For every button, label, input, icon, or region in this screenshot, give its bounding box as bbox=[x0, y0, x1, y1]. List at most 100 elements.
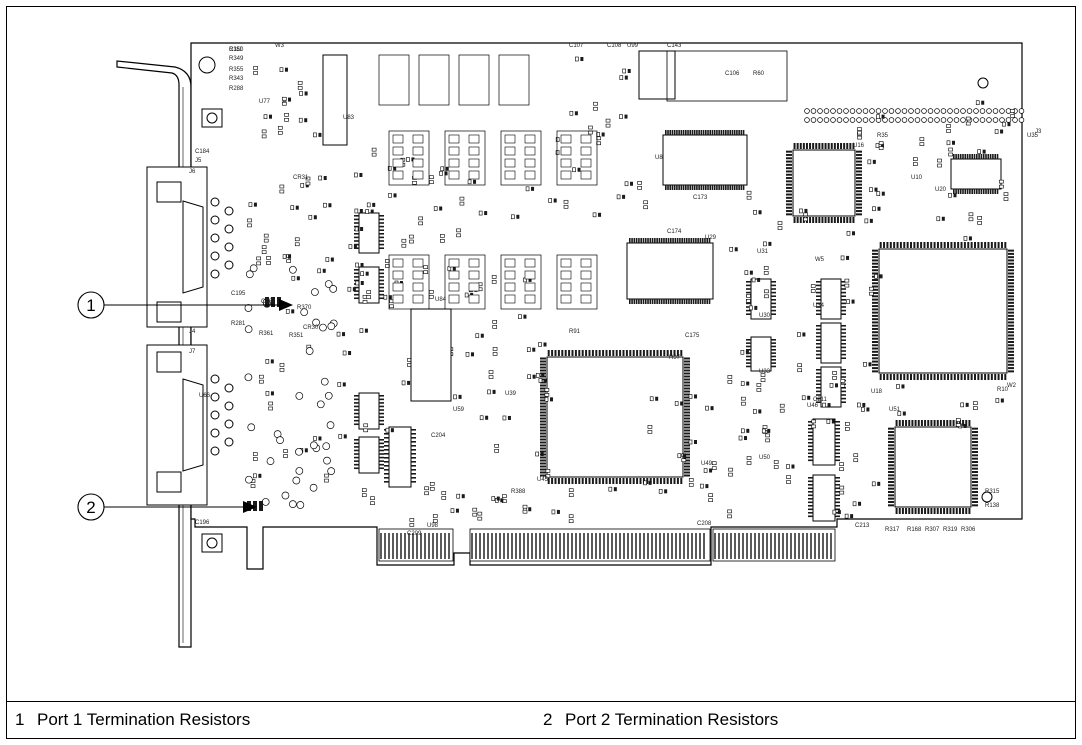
qfp-lead bbox=[540, 441, 546, 444]
soic-lead bbox=[771, 309, 776, 312]
legend-number: 2 bbox=[543, 710, 553, 729]
smd-pad bbox=[342, 332, 346, 337]
soic-lead bbox=[384, 465, 389, 467]
qfp-lead bbox=[786, 193, 792, 196]
via-hole bbox=[329, 284, 338, 293]
silk-label: C208 bbox=[697, 521, 712, 527]
db9-pin bbox=[210, 428, 220, 438]
qfp-lead bbox=[972, 494, 978, 497]
smd-pad bbox=[288, 97, 292, 102]
soic-lead bbox=[835, 494, 840, 497]
smd-pad bbox=[869, 286, 874, 291]
smd-pad bbox=[277, 130, 283, 135]
smd-pad bbox=[1000, 129, 1004, 134]
opto-pad bbox=[448, 134, 460, 144]
qfp-lead bbox=[972, 501, 978, 503]
header-pin bbox=[934, 117, 940, 123]
soic-lead bbox=[379, 419, 384, 422]
smd-pad bbox=[286, 259, 291, 263]
qfp-lead bbox=[943, 242, 946, 248]
qfp-lead bbox=[940, 242, 943, 248]
silk-label: C107 bbox=[569, 43, 584, 49]
soic-lead bbox=[681, 299, 683, 304]
smd-pad bbox=[963, 236, 968, 241]
smd-pad bbox=[764, 294, 769, 299]
soic-lead bbox=[651, 299, 654, 304]
qfp-lead bbox=[540, 450, 546, 453]
qfp-lead bbox=[540, 363, 546, 366]
soic-lead bbox=[971, 189, 973, 194]
qfp-lead bbox=[684, 384, 690, 387]
header-pin bbox=[973, 108, 979, 114]
soic-lead bbox=[671, 185, 674, 190]
qfp-lead bbox=[888, 444, 894, 447]
silk-label: U29 bbox=[705, 235, 717, 241]
qfp-lead bbox=[888, 437, 894, 440]
smd-pad bbox=[531, 186, 535, 191]
qfp-lead bbox=[960, 242, 963, 248]
qfp-lead bbox=[856, 180, 862, 183]
qfp-lead bbox=[786, 150, 792, 153]
soic-lead bbox=[835, 508, 840, 511]
soic-lead bbox=[700, 185, 703, 190]
soic-lead bbox=[384, 445, 389, 447]
soic-lead bbox=[693, 185, 696, 190]
qfp-lead bbox=[540, 465, 546, 468]
qfp-lead bbox=[846, 143, 849, 149]
qfp-lead bbox=[605, 350, 608, 356]
qfp-lead bbox=[608, 478, 611, 484]
db9-pin bbox=[224, 383, 234, 393]
qfp-lead bbox=[895, 508, 898, 514]
qfp-lead bbox=[911, 420, 914, 426]
qfp-lead bbox=[910, 374, 912, 380]
qfp-lead bbox=[872, 370, 878, 373]
qfp-lead bbox=[818, 143, 821, 149]
smd-pad bbox=[461, 494, 465, 499]
smd-pad bbox=[605, 123, 611, 128]
via-hole bbox=[276, 436, 284, 444]
soic-lead bbox=[841, 306, 846, 308]
smd-pad bbox=[826, 419, 831, 424]
smd-pad bbox=[627, 69, 631, 74]
qfp-lead bbox=[619, 478, 622, 484]
qfp-lead bbox=[540, 390, 546, 393]
qfp-lead bbox=[872, 318, 878, 321]
qfp-lead bbox=[540, 387, 546, 390]
soic-lead bbox=[411, 465, 416, 467]
qfp-lead bbox=[984, 374, 987, 380]
soic-lead bbox=[379, 423, 384, 426]
soic-lead bbox=[841, 350, 846, 352]
qfp-lead bbox=[997, 242, 1000, 248]
header-pin bbox=[875, 108, 882, 114]
soic-lead bbox=[771, 352, 776, 354]
smd-pad bbox=[407, 380, 411, 385]
smd-pad bbox=[674, 401, 679, 406]
smd-pad bbox=[453, 394, 457, 400]
u72-chip bbox=[354, 212, 384, 254]
opto-pad bbox=[392, 270, 404, 280]
header-pin bbox=[973, 117, 979, 123]
soic-lead bbox=[808, 491, 813, 493]
smd-pad bbox=[761, 428, 766, 434]
smd-pad bbox=[845, 422, 850, 426]
qfp-lead bbox=[933, 242, 936, 248]
header-pin bbox=[901, 108, 908, 114]
qfp-lead bbox=[883, 242, 886, 248]
qfp-lead bbox=[888, 464, 894, 467]
smd-pad bbox=[456, 233, 461, 238]
silk-label: R138 bbox=[985, 503, 1000, 509]
qfp-lead bbox=[684, 423, 690, 426]
soic-lead bbox=[379, 290, 384, 292]
silk-label: CR31 bbox=[293, 175, 309, 181]
smd-pad bbox=[857, 402, 861, 408]
soic-lead bbox=[691, 185, 694, 190]
smd-pad bbox=[946, 129, 951, 133]
smd-pad bbox=[502, 415, 507, 421]
soic-lead bbox=[354, 286, 359, 289]
soic-lead bbox=[354, 233, 359, 235]
soic-lead bbox=[808, 484, 813, 486]
soic-lead bbox=[379, 412, 384, 415]
qfp-lead bbox=[786, 173, 792, 176]
db9-pin bbox=[224, 260, 234, 270]
silk-label: U46 bbox=[807, 403, 819, 409]
